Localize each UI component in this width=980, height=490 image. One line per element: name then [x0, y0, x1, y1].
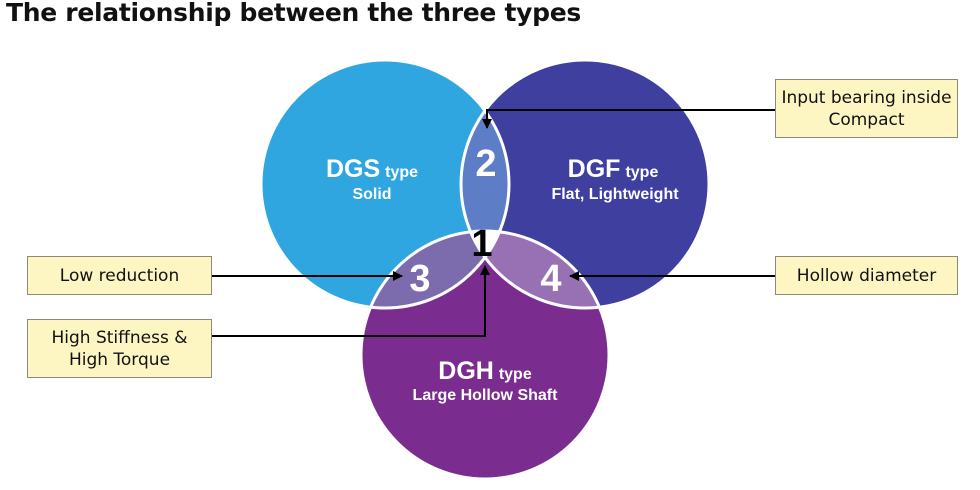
dgs-desc: Solid — [352, 186, 391, 203]
callout-input-bearing: Input bearing inside Compact — [775, 79, 958, 138]
dgh-desc: Large Hollow Shaft — [413, 387, 559, 404]
dgs-outline — [259, 58, 511, 310]
dgh-outline — [359, 229, 611, 481]
callout-input-bearing-line2: Compact — [828, 109, 905, 130]
region-number-2: 2 — [475, 143, 496, 185]
callout-hollow-diameter-text: Hollow diameter — [796, 265, 937, 286]
page-title: The relationship between the three types — [6, 0, 581, 27]
region-number-4: 4 — [540, 258, 561, 300]
callout-input-bearing-line1: Input bearing inside — [781, 87, 952, 108]
region-number-1: 1 — [471, 223, 492, 265]
callout-hollow-diameter: Hollow diameter — [775, 256, 958, 295]
callout-low-reduction-text: Low reduction — [59, 265, 180, 286]
region-number-3: 3 — [409, 258, 430, 300]
dgf-desc: Flat, Lightweight — [551, 186, 679, 203]
callout-stiffness-line1: High Stiffness & — [51, 327, 188, 348]
callout-stiffness: High Stiffness & High Torque — [27, 319, 212, 378]
overlap-dgf-dgh — [461, 231, 609, 308]
dgf-outline — [459, 58, 711, 310]
callout-stiffness-line2: High Torque — [68, 349, 171, 370]
overlap-dgs-dgh — [361, 231, 509, 308]
arrow-stiffness — [212, 265, 490, 337]
callout-low-reduction: Low reduction — [27, 256, 212, 295]
arrow-input-bearing — [482, 109, 775, 129]
